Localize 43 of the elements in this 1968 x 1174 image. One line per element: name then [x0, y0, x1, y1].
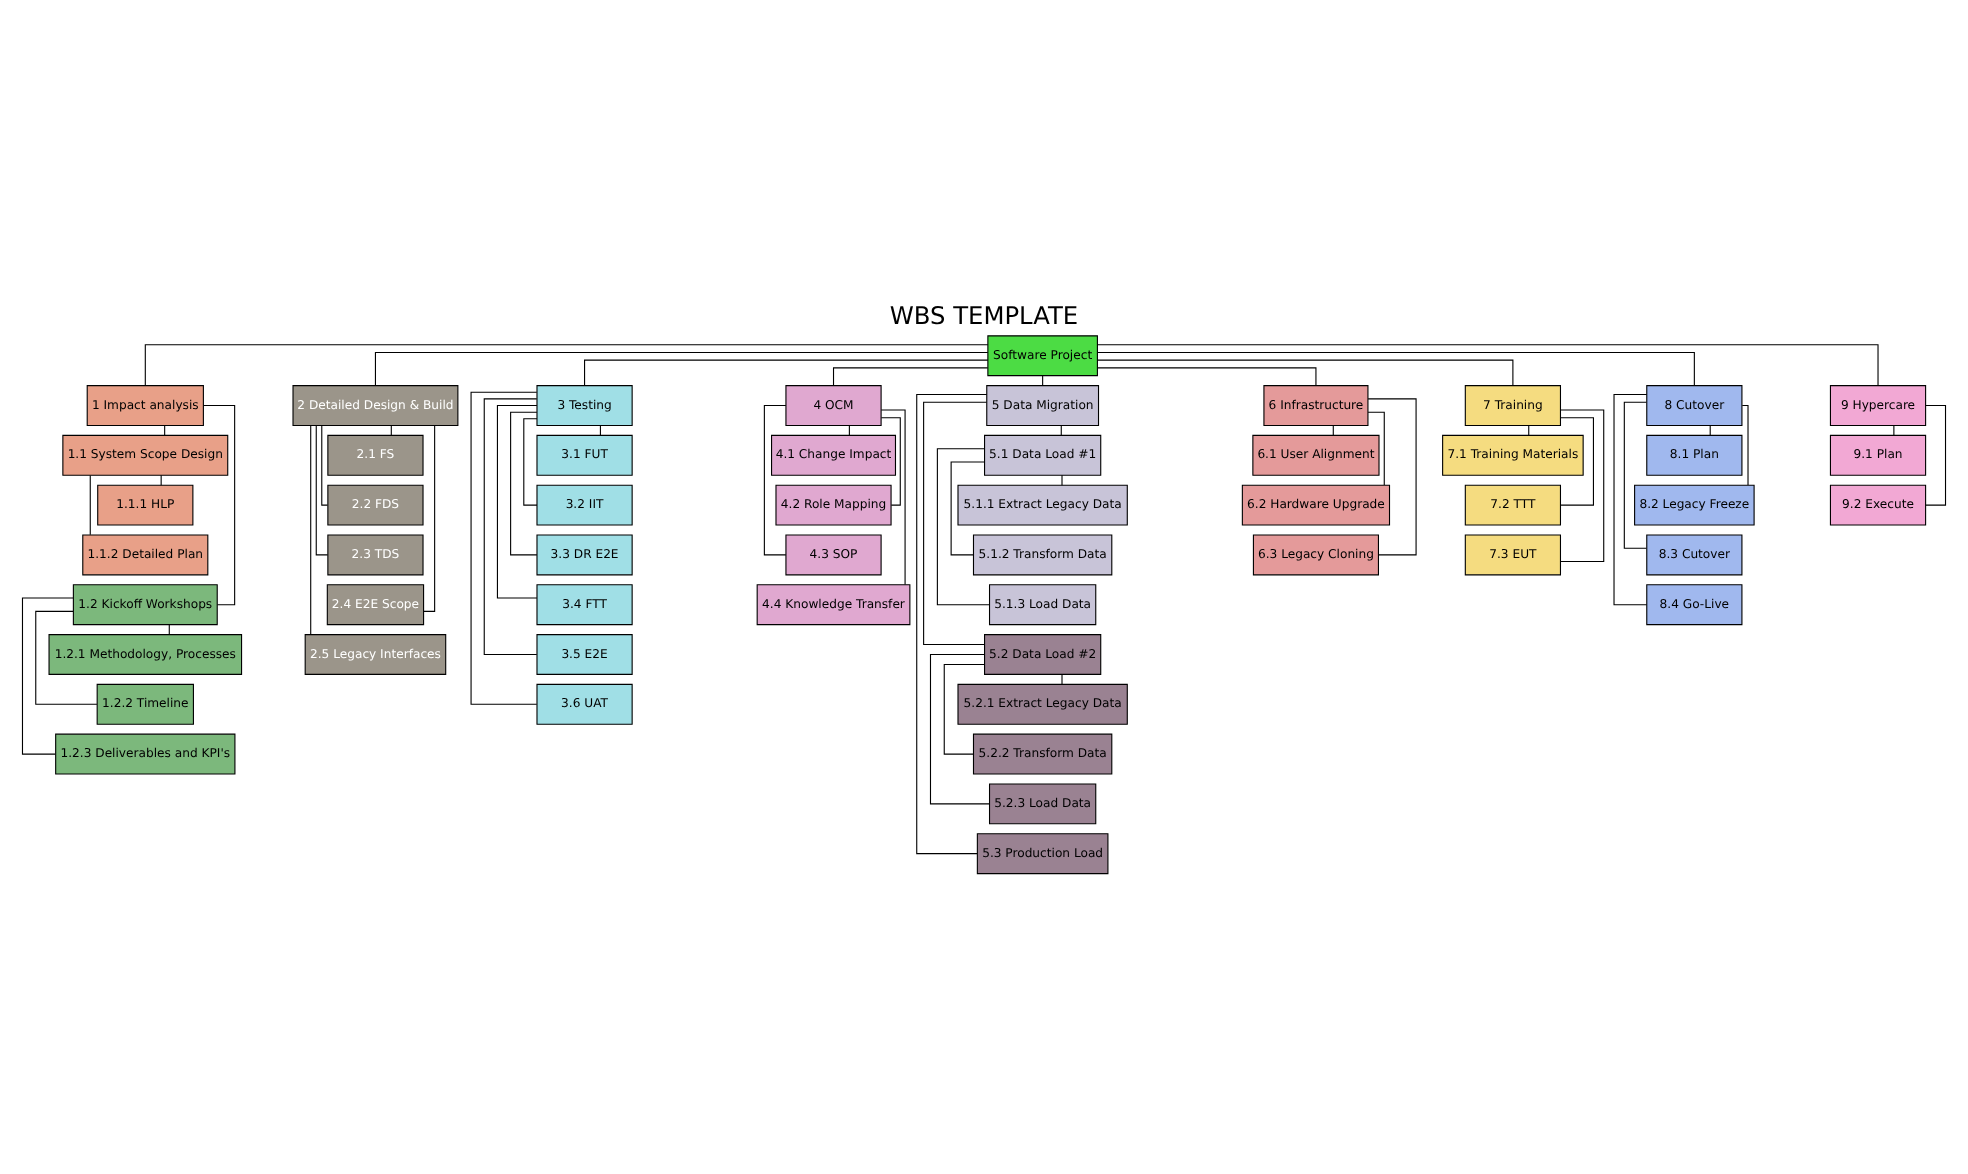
connector — [1061, 474, 1063, 486]
connector — [1096, 359, 1514, 387]
connector — [1613, 393, 1648, 606]
connector — [1741, 405, 1749, 486]
connector — [523, 418, 538, 506]
connector — [1893, 424, 1895, 436]
connector — [310, 424, 312, 635]
connector — [423, 425, 436, 612]
connector — [1042, 375, 1044, 387]
diagram-title: WBS TEMPLATE — [889, 302, 1079, 331]
connector — [21, 597, 74, 755]
connector — [1097, 351, 1695, 386]
connector — [880, 417, 901, 506]
connector — [510, 411, 538, 556]
connector — [936, 448, 990, 606]
connector — [832, 367, 989, 386]
connector — [470, 391, 538, 705]
connector — [880, 409, 906, 586]
connector — [584, 359, 989, 387]
connector — [1623, 401, 1648, 549]
connector — [89, 474, 91, 536]
connector — [929, 653, 991, 805]
connector — [923, 401, 988, 646]
connector — [321, 425, 329, 506]
connector — [483, 398, 538, 656]
connector — [202, 405, 236, 606]
connector — [1096, 344, 1879, 387]
connector — [916, 393, 988, 855]
connector — [374, 351, 989, 386]
connector — [315, 425, 329, 556]
connector — [168, 624, 170, 636]
connector — [1367, 411, 1385, 486]
connector — [144, 344, 989, 387]
connector — [1560, 417, 1594, 506]
connector — [496, 405, 538, 599]
connector — [1367, 398, 1417, 556]
connector — [35, 610, 98, 705]
connector — [160, 474, 162, 486]
connector — [950, 461, 985, 556]
connector — [943, 663, 986, 755]
connector — [1097, 367, 1317, 386]
connector — [1061, 673, 1063, 685]
connector — [1560, 409, 1605, 563]
